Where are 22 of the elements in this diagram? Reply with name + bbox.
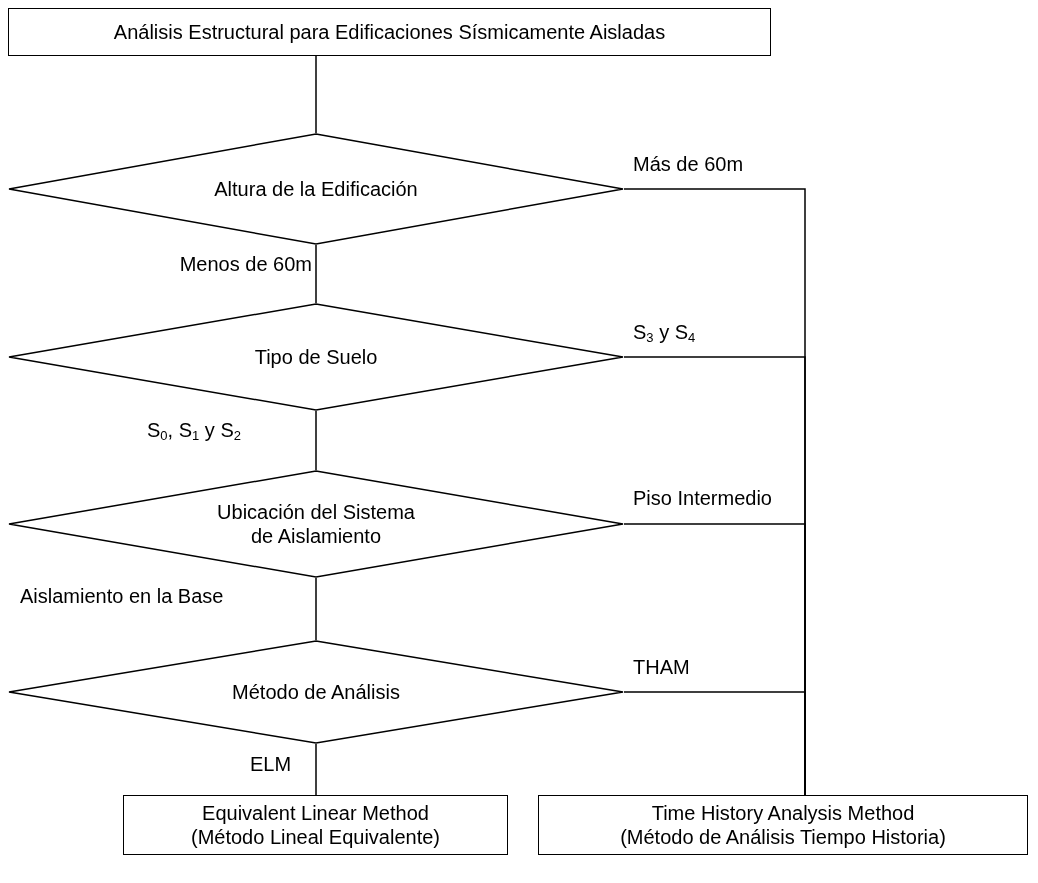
node-text: (Método Lineal Equivalente) <box>190 825 440 849</box>
node-text: Ubicación del Sistema de Aislamiento <box>216 500 416 548</box>
node-text: Equivalent Linear Method <box>202 801 429 825</box>
title-box <box>8 8 771 56</box>
connector-line <box>623 691 806 796</box>
node-text: Método de Análisis <box>232 680 400 704</box>
result-box <box>538 795 1028 855</box>
connector-line <box>315 577 317 641</box>
decision-diamond <box>8 303 624 411</box>
connector-line <box>315 55 317 134</box>
connector-line <box>315 743 317 796</box>
decision-diamond <box>8 470 624 578</box>
node-text: Altura de la Edificación <box>214 177 418 201</box>
node-text: Análisis Estructural para Edificaciones Sísmicamente Aisladas <box>113 20 666 44</box>
decision-diamond <box>8 640 624 744</box>
node-text: Time History Analysis Method <box>651 801 915 825</box>
result-box <box>123 795 508 855</box>
node-text: (Método de Análisis Tiempo Historia) <box>620 825 946 849</box>
connector-line <box>315 410 317 471</box>
connector-line <box>315 244 317 304</box>
node-text: Tipo de Suelo <box>254 345 378 369</box>
decision-diamond <box>8 133 624 245</box>
